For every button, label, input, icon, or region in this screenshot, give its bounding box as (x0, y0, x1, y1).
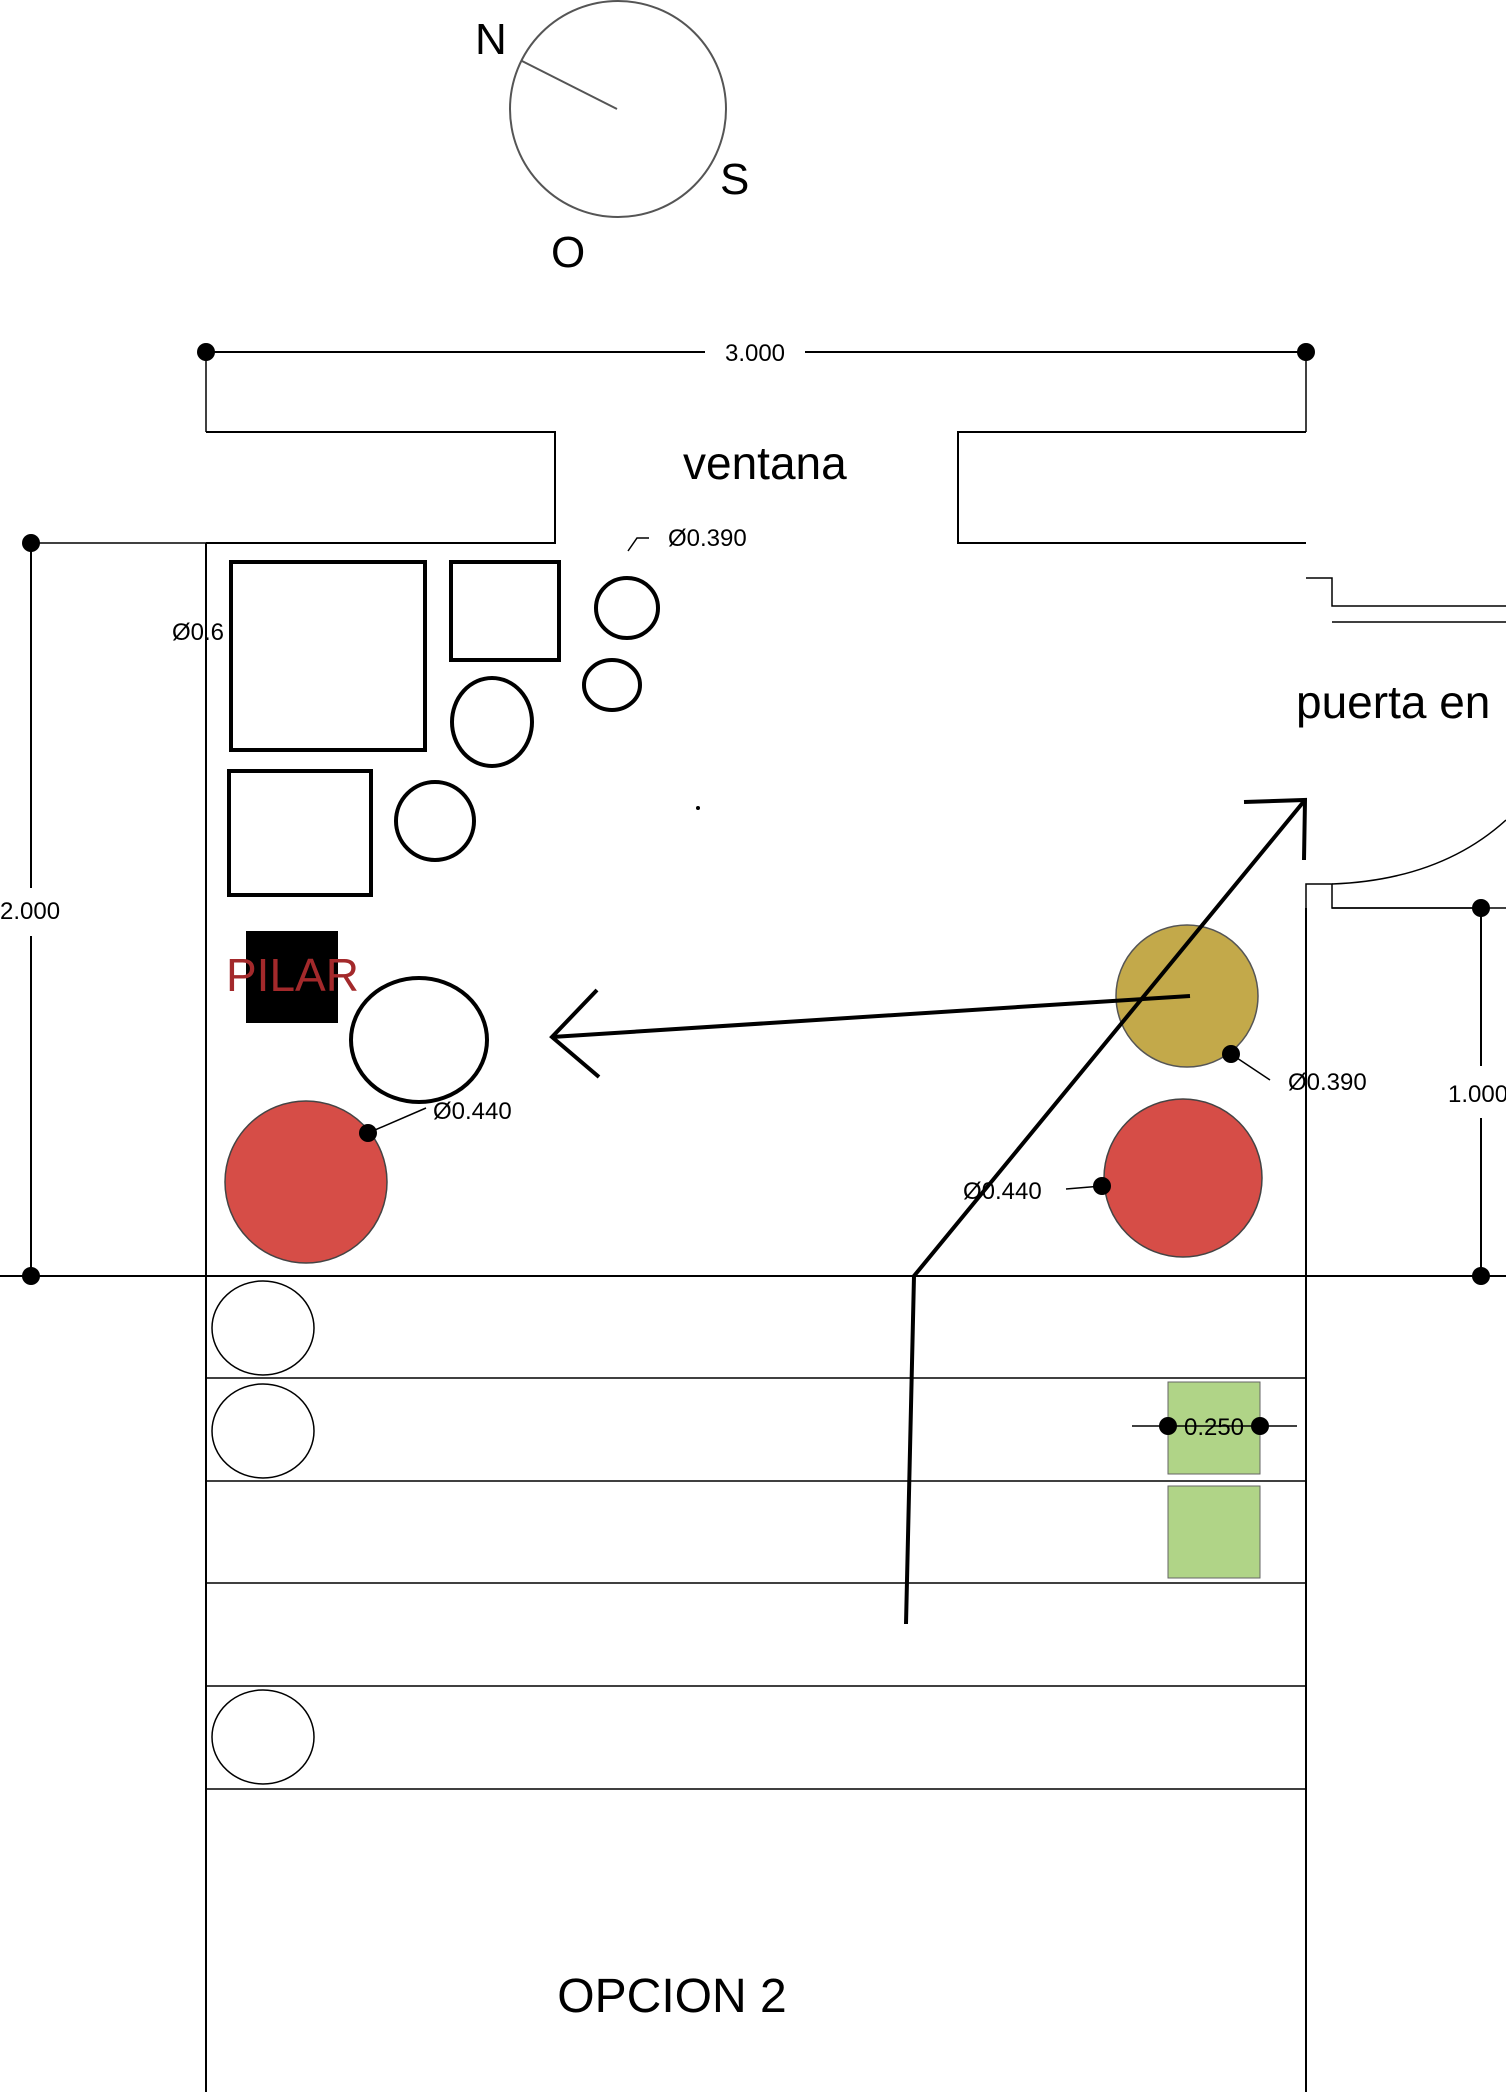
green-block-bottom (1167, 1485, 1261, 1579)
row-circle-1 (211, 1280, 315, 1376)
pillar-label: PILAR (226, 949, 359, 1001)
left-red-leader (367, 1107, 427, 1134)
width-dimension-dot-right (1297, 343, 1315, 361)
diagonal-arrow-head (1243, 797, 1308, 861)
top-circle-leader (627, 537, 649, 552)
top-circle-diameter-label: Ø0.390 (668, 525, 747, 552)
door: puerta en (1296, 577, 1506, 909)
compass-needle (521, 60, 618, 110)
small-circle-lower (582, 658, 642, 712)
wall-left-segment (206, 431, 556, 544)
height-dimension-label: 2.000 (0, 898, 60, 925)
left-red-diameter-label: Ø0.440 (433, 1098, 512, 1125)
objects: Ø0.6 Ø0.390 PILAR Ø0.440 Ø0.390 Ø0.440 (172, 525, 1367, 1264)
green-dimension-label: 0.250 (1184, 1414, 1244, 1441)
diagonal-arrow-shaft (904, 798, 1307, 1625)
medium-circle-a (450, 676, 534, 768)
olive-diameter-label: Ø0.390 (1288, 1069, 1367, 1096)
arrows (549, 797, 1308, 1625)
window-label: ventana (683, 437, 847, 489)
compass: N S O (475, 0, 749, 277)
horizontal-arrow-shaft (551, 994, 1191, 1039)
medium-square-block (227, 769, 373, 897)
olive-leader-dot (1222, 1045, 1240, 1063)
door-swing-arc (1331, 819, 1506, 885)
red-circle-right (1103, 1098, 1263, 1258)
height-dimension: 2.000 (0, 534, 206, 1285)
green-dimension-dot-right (1251, 1417, 1269, 1435)
left-red-leader-dot (359, 1124, 377, 1142)
medium-circle-b (394, 780, 476, 862)
horizontal-arrow-head (549, 988, 601, 1079)
large-square-block (229, 560, 427, 752)
side-dimension-dot-bottom (1472, 1267, 1490, 1285)
side-dimension: 1.000 (1332, 899, 1506, 1285)
side-dimension-label: 1.000 (1448, 1081, 1506, 1108)
option-title: OPCION 2 (557, 1970, 786, 2023)
right-red-leader-dot (1093, 1177, 1111, 1195)
lower-rows: 0.250 (206, 1280, 1306, 1790)
stray-dot (696, 806, 700, 810)
height-dimension-dot-top (22, 534, 40, 552)
large-square-diameter-label: Ø0.6 (172, 619, 224, 646)
walls: ventana (0, 431, 1506, 2092)
compass-south-label: S (720, 155, 749, 204)
width-dimension: 3.000 (197, 340, 1315, 432)
width-dimension-label: 3.000 (725, 340, 785, 367)
large-white-circle (349, 976, 489, 1104)
door-frame-top (1306, 577, 1506, 607)
height-dimension-dot-bottom (22, 1267, 40, 1285)
compass-circle (509, 0, 727, 218)
row-circle-3 (211, 1689, 315, 1785)
door-label: puerta en (1296, 676, 1490, 728)
small-square-block (449, 560, 561, 662)
green-dimension-dot-left (1159, 1417, 1177, 1435)
side-dimension-dot-top (1472, 899, 1490, 917)
red-circle-left (224, 1100, 388, 1264)
pillar-block (246, 931, 338, 1023)
width-dimension-dot-left (197, 343, 215, 361)
small-circle-top (594, 576, 660, 640)
wall-right-segment (957, 431, 1306, 544)
compass-west-label: O (551, 228, 585, 277)
compass-north-label: N (475, 15, 507, 64)
row-circle-2 (211, 1383, 315, 1479)
